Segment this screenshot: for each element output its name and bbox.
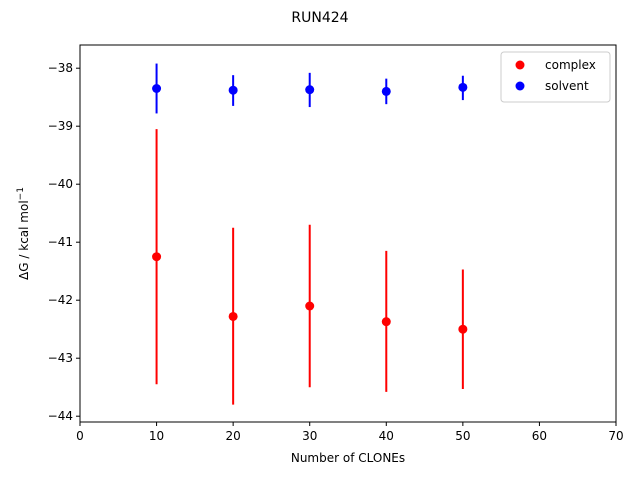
y-tick-label: −41 bbox=[48, 235, 73, 249]
data-point bbox=[228, 311, 238, 321]
x-tick-label: 70 bbox=[608, 429, 623, 443]
x-tick-label: 10 bbox=[149, 429, 164, 443]
y-axis-label: ΔG / kcal mol−1 bbox=[16, 187, 31, 280]
series-complex bbox=[152, 129, 468, 405]
y-tick-label: −39 bbox=[48, 119, 73, 133]
data-point bbox=[228, 85, 238, 95]
legend-box bbox=[500, 51, 611, 103]
y-tick-label: −40 bbox=[48, 177, 73, 191]
data-point bbox=[381, 317, 391, 327]
y-tick-label: −38 bbox=[48, 61, 73, 75]
legend: complex solvent bbox=[500, 51, 611, 103]
x-tick-label: 50 bbox=[455, 429, 470, 443]
axes-frame bbox=[79, 44, 617, 423]
x-tick-label: 60 bbox=[532, 429, 547, 443]
y-tick-label: −43 bbox=[48, 351, 73, 365]
x-tick-label: 40 bbox=[379, 429, 394, 443]
x-tick-label: 20 bbox=[226, 429, 241, 443]
chart-title: RUN424 bbox=[291, 10, 348, 26]
series-solvent bbox=[152, 63, 468, 114]
x-tick-label: 0 bbox=[76, 429, 84, 443]
y-axis-label-sup: −1 bbox=[16, 187, 26, 200]
y-tick-label: −42 bbox=[48, 293, 73, 307]
plot-area bbox=[152, 63, 468, 405]
y-axis-label-main: ΔG / kcal mol bbox=[17, 200, 31, 280]
data-point bbox=[305, 301, 315, 311]
data-point bbox=[152, 84, 162, 93]
x-tick-label: 30 bbox=[302, 429, 317, 443]
y-axis: −44 −43 −42 −41 −40 −39 −38 bbox=[48, 61, 80, 423]
y-tick-label: −44 bbox=[48, 409, 73, 423]
data-point bbox=[458, 82, 468, 92]
data-point bbox=[305, 85, 315, 95]
x-axis: 0 10 20 30 40 50 60 70 bbox=[76, 422, 624, 443]
data-point bbox=[458, 324, 468, 334]
legend-label: complex bbox=[545, 58, 596, 72]
x-axis-label: Number of CLONEs bbox=[291, 451, 405, 465]
data-point bbox=[381, 86, 391, 96]
legend-marker bbox=[515, 60, 525, 70]
legend-marker bbox=[515, 81, 525, 91]
legend-label: solvent bbox=[545, 79, 589, 93]
data-point bbox=[152, 252, 162, 262]
